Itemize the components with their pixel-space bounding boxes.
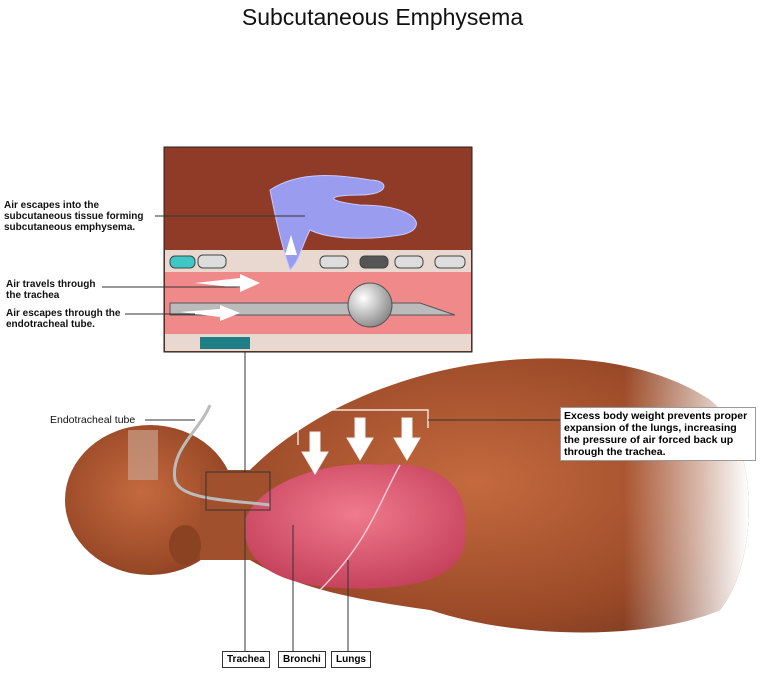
label-lungs: Lungs <box>331 651 371 668</box>
inset-cross-section <box>163 146 473 353</box>
label-air-tube: Air escapes through the endotracheal tub… <box>6 308 121 330</box>
label-bronchi: Bronchi <box>278 651 326 668</box>
label-air-trachea: Air travels through the trachea <box>6 279 96 301</box>
page-title: Subcutaneous Emphysema <box>241 4 524 30</box>
label-trachea: Trachea <box>222 651 270 668</box>
air-pocket <box>269 175 417 271</box>
label-subcutaneous-air: Air escapes into the subcutaneous tissue… <box>4 200 144 233</box>
label-endotracheal-tube: Endotracheal tube <box>50 414 136 426</box>
pressure-arrows <box>301 417 421 475</box>
callout-excess-weight: Excess body weight prevents proper expan… <box>560 407 756 461</box>
blurred-face <box>128 430 158 480</box>
lungs <box>244 464 466 591</box>
